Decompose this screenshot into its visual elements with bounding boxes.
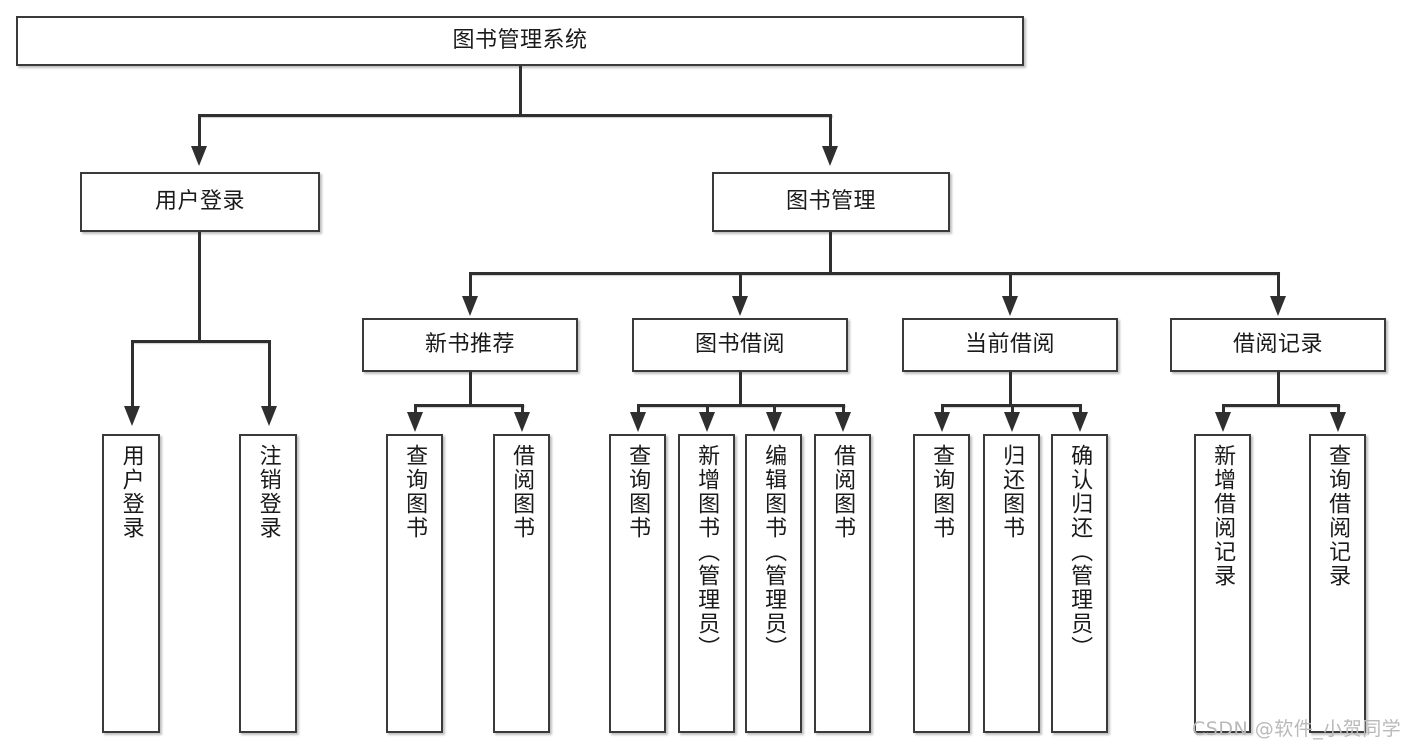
node-user-login[interactable]: 用户登录 <box>80 172 320 232</box>
leaf-user-login-0[interactable]: 用户登录 <box>102 434 160 733</box>
connector-drop-nbr-leaf-1 <box>521 404 524 414</box>
connector-drop-user-login-leaf-1 <box>268 340 271 408</box>
connector-drop-current-borrow <box>1009 272 1012 298</box>
connector-book-borrow-bus <box>637 404 845 407</box>
connector-book-management-stem <box>829 232 832 274</box>
leaf-label: 新增借阅记录 <box>1210 444 1236 588</box>
node-label: 图书管理系统 <box>452 27 588 53</box>
leaf-label: 查询图书 <box>929 444 955 540</box>
node-root-book-management-system[interactable]: 图书管理系统 <box>16 16 1024 66</box>
connector-drop-cb-leaf-2 <box>1079 404 1082 414</box>
arrow-bb-leaf-0 <box>630 412 646 432</box>
arrow-nbr-leaf-0 <box>407 412 423 432</box>
arrow-current-borrow <box>1002 296 1018 316</box>
leaf-book-borrow-2[interactable]: 编辑图书（管理员） <box>745 434 802 733</box>
arrow-br-leaf-1 <box>1330 412 1346 432</box>
leaf-label: 确认归还（管理员） <box>1067 444 1093 660</box>
arrow-cb-leaf-1 <box>1004 412 1020 432</box>
arrow-bb-leaf-1 <box>699 412 715 432</box>
arrow-user-login-leaf-0 <box>124 406 140 426</box>
leaf-label: 注销登录 <box>255 444 281 540</box>
arrow-nbr-leaf-1 <box>514 412 530 432</box>
connector-drop-br-leaf-1 <box>1337 404 1340 414</box>
node-label: 当前借阅 <box>964 331 1055 357</box>
leaf-label: 查询图书 <box>625 444 651 540</box>
connector-drop-borrow-record <box>1277 272 1280 298</box>
connector-new-book-recommend-stem <box>469 372 472 406</box>
leaf-current-borrow-2[interactable]: 确认归还（管理员） <box>1051 434 1108 733</box>
leaf-borrow-record-1[interactable]: 查询借阅记录 <box>1309 434 1366 733</box>
node-label: 新书推荐 <box>424 331 515 357</box>
connector-drop-book-borrow <box>739 272 742 298</box>
arrow-user-login <box>191 146 207 166</box>
node-label: 用户登录 <box>154 188 245 214</box>
node-current-borrow[interactable]: 当前借阅 <box>902 318 1118 372</box>
arrow-user-login-leaf-1 <box>261 406 277 426</box>
leaf-current-borrow-0[interactable]: 查询图书 <box>913 434 970 733</box>
arrow-bb-leaf-2 <box>766 412 782 432</box>
connector-drop-bb-leaf-1 <box>706 404 709 414</box>
leaf-new-book-recommend-0[interactable]: 查询图书 <box>386 434 443 733</box>
connector-borrow-record-bus <box>1222 404 1340 407</box>
node-borrow-record[interactable]: 借阅记录 <box>1170 318 1386 372</box>
leaf-book-borrow-0[interactable]: 查询图书 <box>609 434 666 733</box>
leaf-label: 查询借阅记录 <box>1325 444 1351 588</box>
leaf-book-borrow-3[interactable]: 借阅图书 <box>814 434 871 733</box>
connector-root-stem <box>519 66 522 116</box>
connector-drop-new-book-recommend <box>469 272 472 298</box>
node-book-management[interactable]: 图书管理 <box>712 172 950 232</box>
connector-current-borrow-stem <box>1009 372 1012 406</box>
leaf-book-borrow-1[interactable]: 新增图书（管理员） <box>678 434 735 733</box>
connector-level3-bus <box>469 272 1279 275</box>
node-label: 图书管理 <box>785 188 876 214</box>
leaf-user-login-1[interactable]: 注销登录 <box>239 434 297 733</box>
connector-drop-nbr-leaf-0 <box>414 404 417 414</box>
leaf-label: 归还图书 <box>999 444 1025 540</box>
arrow-bb-leaf-3 <box>835 412 851 432</box>
arrow-cb-leaf-0 <box>934 412 950 432</box>
connector-book-borrow-stem <box>739 372 742 406</box>
leaf-label: 新增图书（管理员） <box>694 444 720 660</box>
arrow-book-borrow <box>732 296 748 316</box>
connector-drop-bb-leaf-0 <box>637 404 640 414</box>
connector-level2-bus <box>198 114 832 117</box>
connector-drop-cb-leaf-0 <box>941 404 944 414</box>
node-new-book-recommend[interactable]: 新书推荐 <box>362 318 578 372</box>
connector-drop-bb-leaf-2 <box>773 404 776 414</box>
node-label: 图书借阅 <box>694 331 785 357</box>
arrow-new-book-recommend <box>462 296 478 316</box>
arrow-borrow-record <box>1270 296 1286 316</box>
leaf-label: 借阅图书 <box>509 444 535 540</box>
leaf-borrow-record-0[interactable]: 新增借阅记录 <box>1194 434 1251 733</box>
connector-drop-br-leaf-0 <box>1222 404 1225 414</box>
connector-drop-user-login-leaf-0 <box>131 340 134 408</box>
node-book-borrow[interactable]: 图书借阅 <box>632 318 848 372</box>
connector-new-book-recommend-bus <box>414 404 524 407</box>
node-label: 借阅记录 <box>1232 331 1323 357</box>
leaf-label: 查询图书 <box>402 444 428 540</box>
connector-user-login-stem <box>198 232 201 342</box>
leaf-label: 编辑图书（管理员） <box>761 444 787 660</box>
arrow-cb-leaf-2 <box>1072 412 1088 432</box>
leaf-label: 借阅图书 <box>830 444 856 540</box>
leaf-current-borrow-1[interactable]: 归还图书 <box>983 434 1040 733</box>
leaf-new-book-recommend-1[interactable]: 借阅图书 <box>493 434 550 733</box>
watermark-csdn: CSDN @软件_小贺同学 <box>1192 718 1402 740</box>
connector-drop-book-management <box>829 114 832 148</box>
connector-drop-cb-leaf-1 <box>1011 404 1014 414</box>
connector-drop-user-login <box>198 114 201 148</box>
arrow-br-leaf-0 <box>1215 412 1231 432</box>
arrow-book-management <box>822 146 838 166</box>
connector-user-login-bus <box>131 340 270 343</box>
connector-drop-bb-leaf-3 <box>842 404 845 414</box>
connector-borrow-record-stem <box>1277 372 1280 406</box>
leaf-label: 用户登录 <box>118 444 144 540</box>
